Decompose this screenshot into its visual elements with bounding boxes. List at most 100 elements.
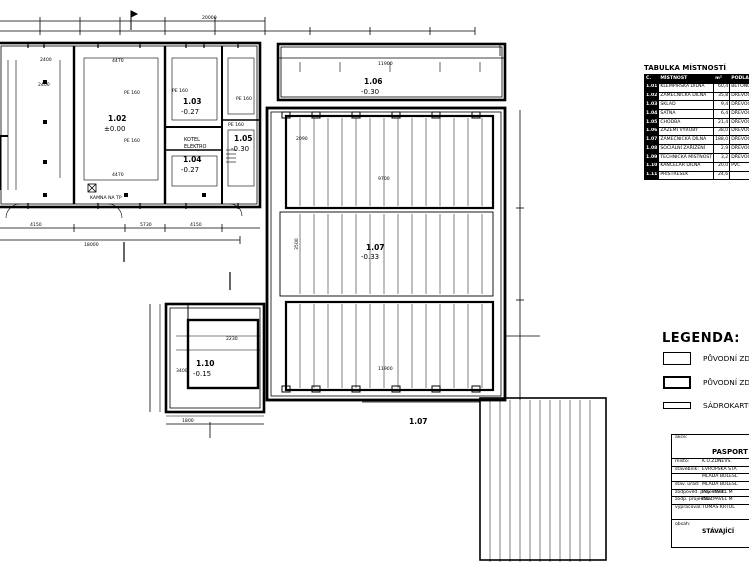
dim-1-10-height: 3400	[176, 368, 188, 374]
room-1-04-code: 1.04	[183, 155, 202, 164]
title-block-row: zodpověd. projektant:ING. PAVEL M	[672, 489, 749, 495]
dim-1-06-height: 2400	[40, 57, 52, 63]
col-floor: PODLAHA	[729, 74, 749, 84]
room-floor-cell: BETONOVÁ	[729, 82, 749, 93]
title-block-value: MLADÁ BOLESL	[702, 474, 738, 479]
legend-label: SÁDROKARTO	[703, 401, 749, 410]
dim-1-10-bottom: 1800	[182, 418, 194, 424]
room-1-02-code: 1.02	[108, 114, 127, 123]
room-floor-cell: DŘEVOCEMENT	[729, 153, 749, 163]
title-block-key: stavebník:	[675, 467, 699, 472]
col-area: m²	[713, 74, 731, 84]
room-table-header: Č. MÍSTNOST m² PODLAHA	[643, 74, 749, 84]
title-block-heading: PASPORT	[712, 448, 748, 456]
label-pe-5: PE 160	[172, 88, 188, 94]
room-area-cell: 188,0	[713, 135, 731, 146]
dim-1-02-width: 4470	[112, 58, 124, 64]
room-1-03-code: 1.03	[183, 97, 202, 106]
room-name-cell: CHODBA	[658, 117, 715, 128]
room-name-cell: KANCELÁŘ DÍLNA	[658, 161, 715, 172]
room-name-cell: PŘÍSTŘEŠEK	[658, 170, 715, 181]
room-1-06-level: -0.30	[361, 88, 379, 96]
room-no-cell: 1.05	[643, 117, 660, 128]
legend-label: PŮVODNÍ ZDI	[703, 378, 749, 387]
title-block-key: vypracoval:	[675, 505, 702, 510]
legend-label: PŮVODNÍ ZDI	[703, 354, 749, 363]
room-no-cell: 1.08	[643, 144, 660, 155]
room-1-10-level: -0.15	[193, 370, 211, 378]
room-floor-cell: DŘEVOCEMENT	[729, 135, 749, 146]
dim-bottom-total: 18000	[84, 242, 99, 248]
title-block-key: místo:	[675, 459, 690, 464]
dim-left-height: 2400	[38, 82, 50, 88]
room-1-07-level: -0.33	[361, 253, 379, 261]
label-elektro: ELEKTRO	[184, 144, 207, 150]
dim-1-06-width: 11900	[378, 61, 393, 67]
title-block-row: MLADÁ BOLESL	[672, 473, 749, 479]
title-block-key: stav. úřad:	[675, 482, 700, 487]
room-1-04-level: -0.27	[181, 166, 199, 174]
room-floor-cell: DŘEVOCEMENT	[729, 117, 749, 128]
room-area-cell: 35,8	[713, 91, 731, 102]
room-table-title: TABULKA MÍSTNOSTÍ	[644, 64, 727, 72]
room-area-cell: 20,0	[713, 161, 731, 172]
dim-bottom-c: 4150	[190, 222, 202, 228]
room-no-cell: 1.03	[643, 100, 660, 111]
label-pe-2: PE 160	[124, 138, 140, 144]
title-block-key: zodp. projektant:	[675, 497, 715, 502]
title-block-key: zodpověd. projektant:	[675, 490, 726, 495]
room-area-cell: 6,4	[713, 109, 731, 119]
title-block: PASPORT akce:místo:K.Ú.ŽDNĚVS.stavebník:…	[671, 434, 749, 548]
room-no-cell: 1.06	[643, 126, 660, 137]
label-pe-3: PE 160	[236, 96, 252, 102]
room-name-cell: SOCIÁLNÍ ZAŘÍZENÍ	[658, 144, 715, 155]
room-floor-cell: DŘEVOCEMENT	[729, 144, 749, 155]
room-floor-cell: DŘEVOCEMENT	[729, 91, 749, 102]
room-no-cell: 1.10	[643, 161, 660, 172]
room-floor-cell: DŘEVOCEMENT	[729, 126, 749, 137]
room-1-05-level: -0.30	[231, 145, 249, 153]
room-name-cell: SKLAD	[658, 100, 715, 111]
legend-swatch-original-wall-bold	[663, 376, 691, 389]
room-no-cell: 1.02	[643, 91, 660, 102]
legend-title: LEGENDA:	[662, 331, 740, 346]
room-no-cell: 1.04	[643, 109, 660, 119]
room-1-06-code: 1.06	[364, 77, 383, 86]
room-no-cell: 1.09	[643, 153, 660, 163]
title-block-key: akce:	[675, 435, 688, 440]
room-area-cell: 21,4	[713, 117, 731, 128]
room-floor-cell: DŘEVOCEMENT	[729, 100, 749, 111]
col-no: Č.	[643, 74, 660, 84]
dim-top-total: 20000	[202, 15, 217, 21]
room-name-cell: KLEMPÍŘSKÁ DÍLNA	[658, 82, 715, 93]
label-pe-1: PE 160	[124, 90, 140, 96]
title-block-row: obsah:STÁVAJÍCÍ	[672, 519, 749, 535]
room-name-cell: ZÁMEČNICKÁ DÍLNA	[658, 135, 715, 146]
title-block-row: zodp. projektant:ING. PAVEL M	[672, 496, 749, 502]
label-kamna: KAMNA NA TP	[90, 195, 122, 201]
title-block-row: vypracoval:TOMÁŠ KRTOL	[672, 504, 749, 510]
room-floor-cell	[729, 170, 749, 181]
room-area-cell: 9,4	[713, 100, 731, 111]
dim-1-07-height: 3500	[294, 238, 300, 250]
legend-swatch-original-wall	[663, 352, 691, 365]
room-area-cell: 2,9	[713, 144, 731, 155]
room-1-05-code: 1.05	[234, 134, 253, 143]
room-1-07-code: 1.07	[366, 243, 385, 252]
room-floor-cell: PVC	[729, 161, 749, 172]
title-block-value: ING. PAVEL M	[702, 497, 733, 502]
title-block-value: STÁVAJÍCÍ	[702, 528, 735, 535]
title-block-row: stavebník:EVROPSKÁ STA	[672, 466, 749, 472]
canopy-1-07-code: 1.07	[409, 417, 428, 426]
room-1-02-level: ±0.00	[104, 125, 125, 133]
